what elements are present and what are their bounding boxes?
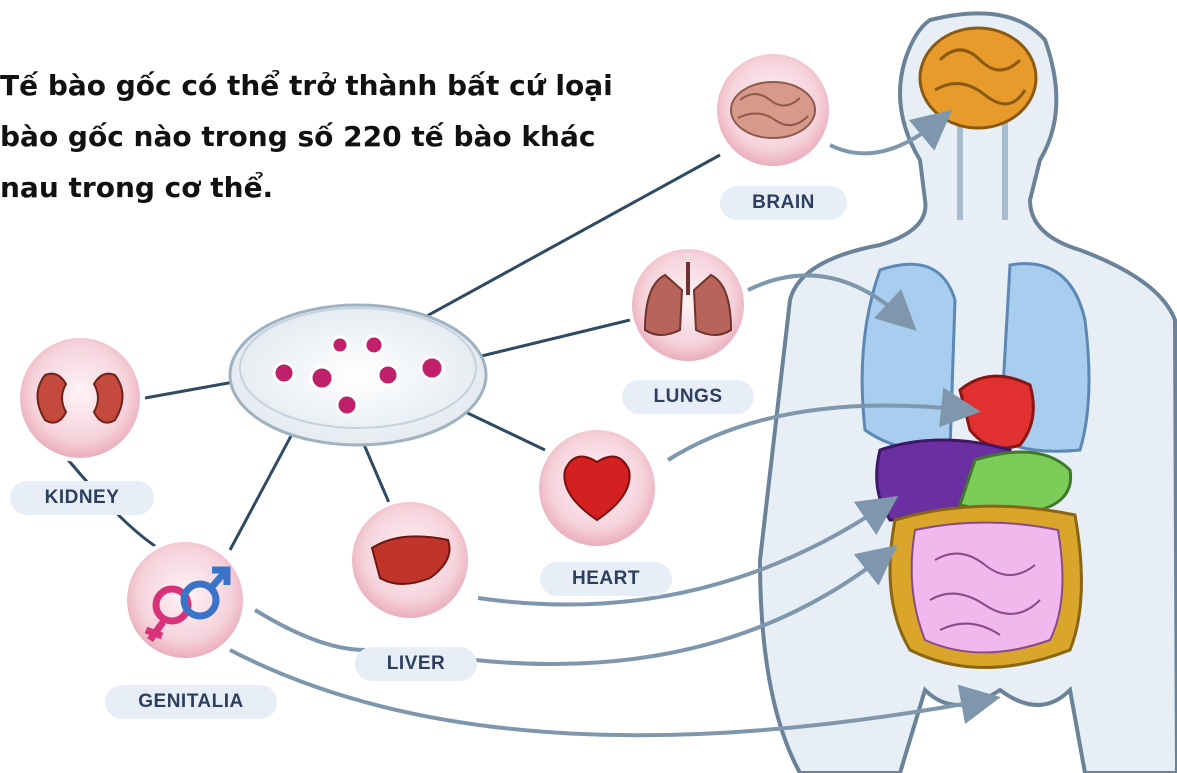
caption-line-3: nau trong cơ thể. (0, 162, 680, 213)
heart-bubble (537, 428, 657, 548)
body-brain (920, 28, 1036, 128)
brain-icon (731, 82, 815, 138)
body-stomach (960, 452, 1071, 512)
kidney-bubble (18, 336, 142, 460)
label-heart: HEART (540, 562, 672, 596)
stem-cell (378, 365, 398, 385)
stem-cell (365, 336, 383, 354)
caption: Tế bào gốc có thể trở thành bất cứ loại … (0, 60, 680, 213)
brain-bubble (715, 52, 831, 168)
stem-cell (274, 363, 294, 383)
label-lungs: LUNGS (622, 380, 754, 414)
stem-cell (311, 367, 333, 389)
liver-bubble (350, 500, 470, 620)
lungs-bubble (630, 247, 746, 363)
body-intestine (890, 506, 1081, 667)
stem-cell (337, 395, 357, 415)
caption-line-1: Tế bào gốc có thể trở thành bất cứ loại (0, 60, 680, 111)
genitalia-bubble (125, 540, 245, 660)
label-liver: LIVER (355, 647, 477, 681)
caption-line-2: bào gốc nào trong số 220 tế bào khác (0, 111, 680, 162)
stem-cell (421, 357, 443, 379)
label-brain: BRAIN (720, 186, 847, 220)
label-genitalia: GENITALIA (105, 685, 277, 719)
label-kidney: KIDNEY (10, 481, 154, 515)
petri-dish (230, 305, 486, 445)
stem-cell (332, 337, 348, 353)
